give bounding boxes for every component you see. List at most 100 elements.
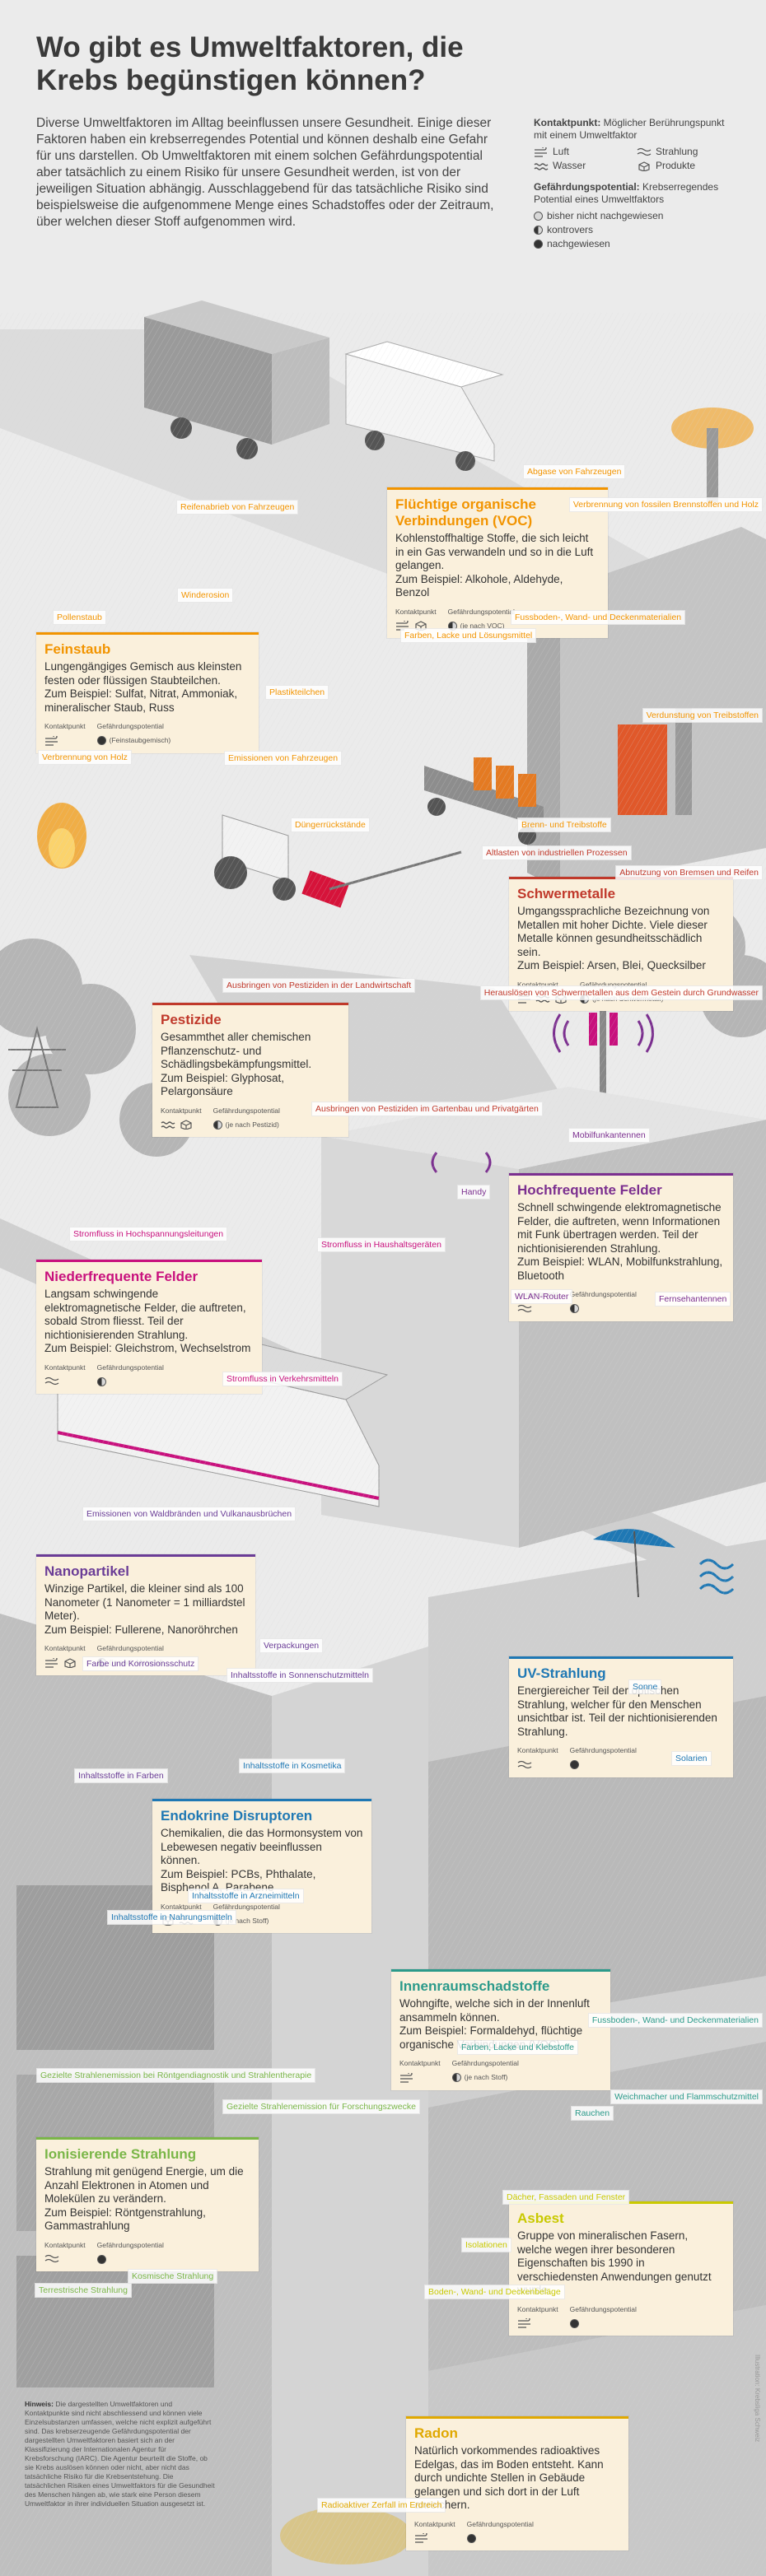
radiation-icon (44, 1377, 59, 1386)
air-icon (415, 2533, 427, 2543)
contact-label: Kontaktpunkt (44, 1363, 86, 1372)
source-label: Weichmacher und Flammschutzmittel (610, 2089, 763, 2104)
air-icon (400, 2072, 413, 2083)
source-label: Pollenstaub (53, 610, 106, 625)
air-icon (535, 147, 547, 157)
water-icon (534, 162, 549, 170)
info-box-meta: Kontaktpunkt Gefährdungspotential (Feinsta… (44, 720, 250, 747)
source-label: Boden-, Wand- und Deckenbeläge (424, 2285, 565, 2299)
info-box-text: Energiereicher Teil der optischen Strahl… (517, 1684, 717, 1738)
contact-label: Kontaktpunkt (44, 722, 86, 730)
info-box-meta: Kontaktpunkt Gefährdungspotential (44, 2238, 250, 2266)
potential-label: Gefährdungspotential (466, 2519, 534, 2528)
contact-label: Kontaktpunkt (161, 1902, 202, 1911)
potential-controversial-icon (534, 226, 543, 235)
info-box-title: Ionisierende Strahlung (44, 2146, 197, 2162)
contact-icons (517, 2317, 558, 2329)
radiation-icon (517, 1304, 532, 1312)
contact-label: Kontaktpunkt (44, 2240, 86, 2249)
info-box-title: Niederfrequente Felder (44, 1269, 199, 1284)
source-label: Farben, Lacke und Lösungsmittel (400, 628, 537, 643)
info-box-text: Wohngifte, welche sich in der Innenluft … (399, 1997, 590, 2024)
source-label: Farben, Lacke und Klebstoffe (457, 2040, 578, 2055)
source-label: Emissionen von Fahrzeugen (224, 751, 343, 766)
legend-not-proven: bisher nicht nachgewiesen (534, 210, 740, 222)
info-box-example: Zum Beispiel: Arsen, Blei, Quecksilber (517, 959, 706, 971)
source-label: Inhaltsstoffe in Sonnenschutzmitteln (227, 1668, 373, 1683)
contact-label: Kontaktpunkt (414, 2519, 455, 2528)
source-label: Isolationen (461, 2238, 511, 2252)
contact-label: Kontaktpunkt (517, 980, 558, 989)
legend-contact-desc: Möglicher Berührungspunkt mit einem Umwe… (534, 117, 725, 141)
info-box-title: Hochfrequente Felder (517, 1182, 662, 1198)
source-label: Rauchen (571, 2106, 614, 2121)
contact-icons (44, 1657, 86, 1669)
source-label: Mobilfunkantennen (568, 1128, 650, 1143)
potential-qualifier: (Feinstaubgemisch) (109, 736, 171, 745)
potential-contro-icon (569, 1304, 579, 1313)
source-label: Gezielte Strahlenemission für Forschungs… (222, 2099, 420, 2114)
source-label: Verbrennung von Holz (38, 750, 132, 765)
source-label: Inhaltsstoffe in Nahrungsmitteln (107, 1910, 236, 1925)
potential-label: Gefährdungspotential (96, 722, 164, 730)
source-label: Inhaltsstoffe in Arzneimitteln (188, 1889, 304, 1903)
contact-label: Kontaktpunkt (517, 2304, 558, 2313)
potential-proven-icon (96, 736, 106, 745)
info-box-title: Flüchtige organische Verbindungen (VOC) (395, 496, 536, 529)
contact-label: Kontaktpunkt (44, 1644, 86, 1652)
potential-label: Gefährdungspotential (96, 2240, 164, 2249)
footnote-head: Hinweis: (25, 2400, 54, 2408)
legend-proven: nachgewiesen (534, 238, 740, 250)
source-label: Reifenabrieb von Fahrzeugen (176, 500, 299, 515)
contact-icons (517, 1303, 558, 1315)
potential-qualifier: (je nach VOC) (460, 621, 505, 630)
contact-label: Kontaktpunkt (399, 2059, 441, 2067)
info-box-text: Chemikalien, die das Hormonsystem von Le… (161, 1827, 363, 1866)
footnote: Hinweis: Die dargestellten Umweltfaktore… (25, 2400, 216, 2508)
potential-indicator (569, 2317, 637, 2329)
legend: Kontaktpunkt: Möglicher Berührungspunkt … (534, 117, 740, 259)
source-label: Inhaltsstoffe in Farben (74, 1768, 168, 1783)
product-icon (180, 1120, 192, 1130)
source-label: Verbrennung von fossilen Brennstoffen un… (568, 497, 763, 512)
legend-produkte: Produkte (637, 160, 740, 172)
potential-indicator: (je nach Stoff) (451, 2072, 519, 2084)
page-title: Wo gibt es Umweltfaktoren, die Krebs beg… (36, 31, 464, 96)
potential-qualifier: (je nach Stoff) (464, 2073, 508, 2082)
potential-proven-icon (466, 2533, 476, 2543)
air-icon (45, 735, 58, 746)
water-icon (161, 1121, 175, 1129)
air-icon (518, 2318, 530, 2328)
info-box-title: Innenraumschadstoffe (399, 1978, 550, 1994)
source-label: Kosmische Strahlung (128, 2269, 218, 2284)
source-label: Terrestrische Strahlung (35, 2283, 132, 2298)
intro-text: Diverse Umweltfaktoren im Alltag beeinfl… (36, 116, 494, 229)
potential-contro-icon (213, 1120, 222, 1130)
source-label: Abnutzung von Bremsen und Reifen (615, 865, 763, 880)
info-box-meta: Kontaktpunkt Gefährdungspotential (je nach… (399, 2057, 602, 2084)
contact-label: Kontaktpunkt (395, 607, 437, 616)
potential-label: Gefährdungspotential (447, 607, 515, 616)
source-label: Gezielte Strahlenemission bei Röntgendia… (36, 2068, 316, 2083)
contact-icons (517, 1759, 558, 1771)
potential-label: Gefährdungspotential (569, 1290, 637, 1298)
air-icon (45, 1657, 58, 1668)
info-box-example: Zum Beispiel: Gleichstrom, Wechselstrom (44, 1342, 251, 1354)
legend-wasser: Wasser (534, 160, 637, 172)
potential-contro-icon (96, 1377, 106, 1386)
credit: Illustration: Krebsliga Schweiz (754, 2355, 761, 2443)
info-box-example: Zum Beispiel: Glyphosat, Pelargonsäure (161, 1071, 285, 1098)
potential-indicator: (Feinstaubgemisch) (96, 735, 171, 747)
potential-label: Gefährdungspotential (451, 2059, 519, 2067)
source-label: Sonne (628, 1679, 662, 1694)
potential-label: Gefährdungspotential (213, 1902, 280, 1911)
potential-qualifier: (je nach Pestizid) (225, 1120, 279, 1129)
info-box-example: Zum Beispiel: Fullerene, Nanoröhrchen (44, 1623, 238, 1636)
potential-label: Gefährdungspotential (569, 1746, 637, 1754)
potential-proven-icon (569, 2318, 579, 2328)
legend-potential-head: Gefährdungspotential: (534, 181, 640, 193)
source-label: Fussboden-, Wand- und Deckenmaterialien (511, 610, 686, 625)
